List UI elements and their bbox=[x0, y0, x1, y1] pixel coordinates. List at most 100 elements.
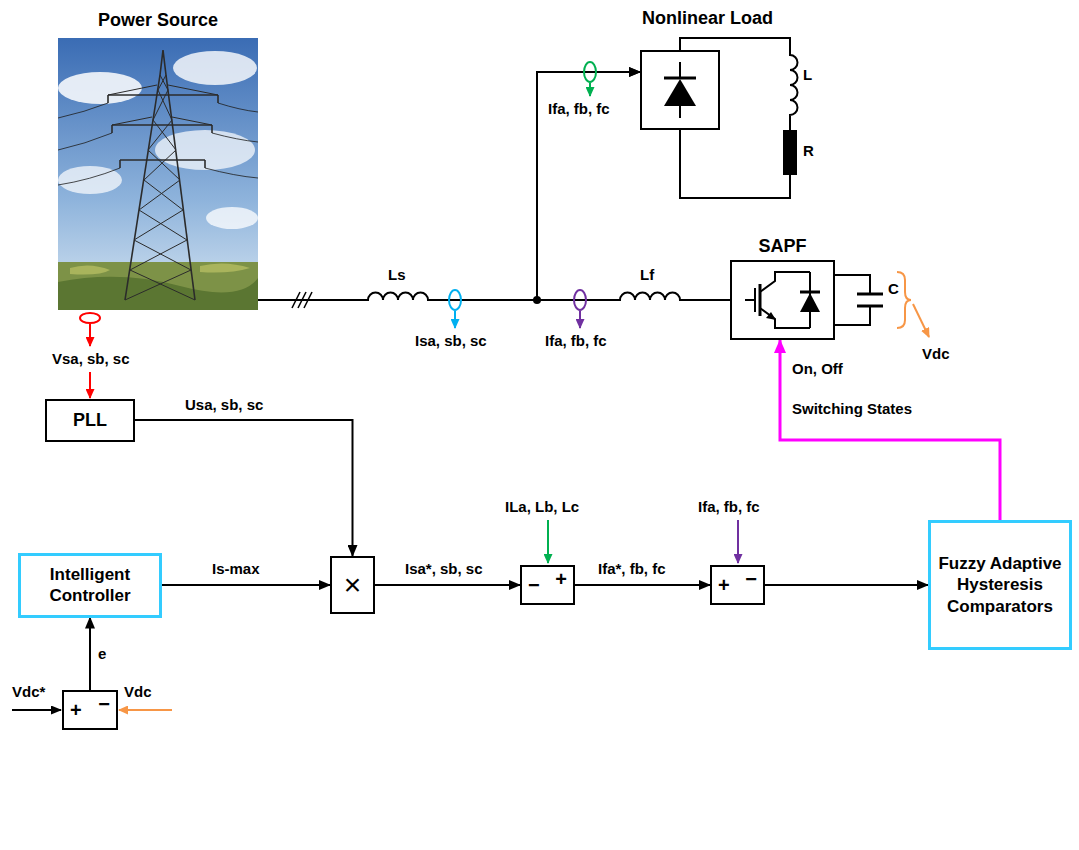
voltage-sensor bbox=[80, 313, 100, 323]
signal-label: Switching States bbox=[792, 400, 912, 418]
tower-lattice bbox=[125, 75, 191, 300]
signal-label: Is-max bbox=[212, 560, 260, 578]
tower-arm bbox=[120, 159, 205, 161]
sensor-arrow bbox=[454, 311, 456, 328]
operator-sign: × bbox=[344, 566, 362, 604]
insulator bbox=[119, 160, 121, 168]
component-label: R bbox=[803, 142, 814, 160]
component-label: C bbox=[888, 280, 899, 298]
signal-label: Vdc* bbox=[12, 683, 45, 701]
tower-arm bbox=[112, 117, 152, 125]
tower-arm bbox=[108, 94, 218, 96]
signal-arrow bbox=[89, 372, 91, 398]
signal-label: Ifa*, fb, fc bbox=[598, 560, 666, 578]
block-text: PLL bbox=[73, 409, 107, 432]
connector bbox=[537, 72, 730, 300]
junction-dot bbox=[533, 296, 541, 304]
component-label: Ls bbox=[388, 266, 406, 284]
wire bbox=[58, 133, 112, 150]
insulator bbox=[107, 95, 109, 103]
grass bbox=[58, 277, 258, 310]
sign-symbol: − bbox=[98, 694, 110, 714]
sign-symbol: + bbox=[718, 575, 730, 595]
signal-label: Usa, sb, sc bbox=[185, 396, 263, 414]
sensor-arrow bbox=[89, 324, 91, 346]
signal-label: Vdc bbox=[922, 345, 950, 363]
summing-box: +− bbox=[62, 690, 118, 730]
block-text: Intelligent Controller bbox=[27, 564, 153, 607]
insulator bbox=[204, 160, 206, 168]
diode-symbol bbox=[664, 79, 696, 106]
inductor-symbol bbox=[366, 293, 434, 300]
wire bbox=[58, 103, 108, 118]
signal-label: On, Off bbox=[792, 360, 843, 378]
signal-label: Ifa, fb, fc bbox=[545, 332, 607, 350]
sapf-box: SAPF bbox=[730, 260, 835, 340]
tower-arm bbox=[168, 85, 218, 95]
connector bbox=[375, 584, 520, 586]
voltage-brace bbox=[897, 272, 911, 328]
capacitor-symbol bbox=[857, 293, 883, 296]
sapf-heading: SAPF bbox=[758, 236, 806, 258]
current-sensor bbox=[584, 62, 596, 82]
connector bbox=[780, 340, 1000, 520]
cloud bbox=[155, 130, 255, 170]
current-sensor bbox=[449, 290, 461, 310]
connector bbox=[765, 584, 928, 586]
wire bbox=[58, 168, 120, 185]
signal-label: Vsa, sb, sc bbox=[52, 350, 130, 368]
wire bbox=[212, 133, 258, 142]
diode-symbol bbox=[800, 291, 820, 294]
load-heading: Nonlinear Load bbox=[642, 8, 773, 30]
signal-arrow bbox=[547, 520, 549, 563]
line-mask bbox=[619, 288, 685, 304]
connector bbox=[575, 584, 710, 586]
igbt-symbol bbox=[754, 288, 756, 312]
sign-symbol: + bbox=[555, 569, 567, 589]
component-label: Lf bbox=[640, 266, 654, 284]
igbt-symbol bbox=[759, 284, 762, 316]
diode-symbol bbox=[800, 293, 820, 312]
overhead-wires bbox=[58, 103, 258, 185]
sky bbox=[58, 38, 258, 310]
capacitor-wire bbox=[835, 306, 870, 325]
signal-arrow bbox=[119, 709, 172, 711]
signal-arrow bbox=[12, 709, 61, 711]
wire bbox=[218, 103, 258, 112]
nonlinear-load-box: Nonlinear Load bbox=[640, 50, 720, 130]
sign-symbol: − bbox=[745, 569, 757, 589]
grass bbox=[70, 265, 110, 274]
line-mask bbox=[367, 288, 433, 304]
grass bbox=[58, 262, 258, 310]
summing-box: +− bbox=[710, 565, 765, 605]
igbt-symbol bbox=[766, 312, 776, 320]
cloud bbox=[58, 72, 142, 104]
sensor-arrow bbox=[579, 311, 581, 328]
cloud bbox=[206, 207, 258, 229]
signal-label: Ifa, fb, fc bbox=[548, 100, 610, 118]
tower-arm bbox=[172, 117, 212, 125]
grass bbox=[200, 263, 250, 272]
block-text: Fuzzy Adaptive Hysteresis Comparators bbox=[937, 553, 1063, 617]
load-wire bbox=[680, 130, 790, 198]
pll-box: PLL bbox=[45, 399, 135, 442]
tower-lattice bbox=[130, 75, 195, 300]
signal-label: Ifa, fb, fc bbox=[698, 498, 760, 516]
igbt-symbol bbox=[745, 299, 755, 301]
connector bbox=[162, 584, 330, 586]
tower-arm bbox=[108, 85, 157, 95]
inductor-symbol bbox=[618, 293, 686, 300]
signal-label: ILa, Lb, Lc bbox=[505, 498, 579, 516]
tower-leg bbox=[125, 75, 160, 300]
connector bbox=[135, 420, 353, 556]
three-phase-mark bbox=[304, 292, 312, 308]
connector bbox=[258, 72, 640, 300]
sign-symbol: + bbox=[70, 700, 82, 720]
connector bbox=[89, 618, 91, 691]
signal-label: Isa*, sb, sc bbox=[405, 560, 483, 578]
insulator bbox=[111, 125, 113, 133]
